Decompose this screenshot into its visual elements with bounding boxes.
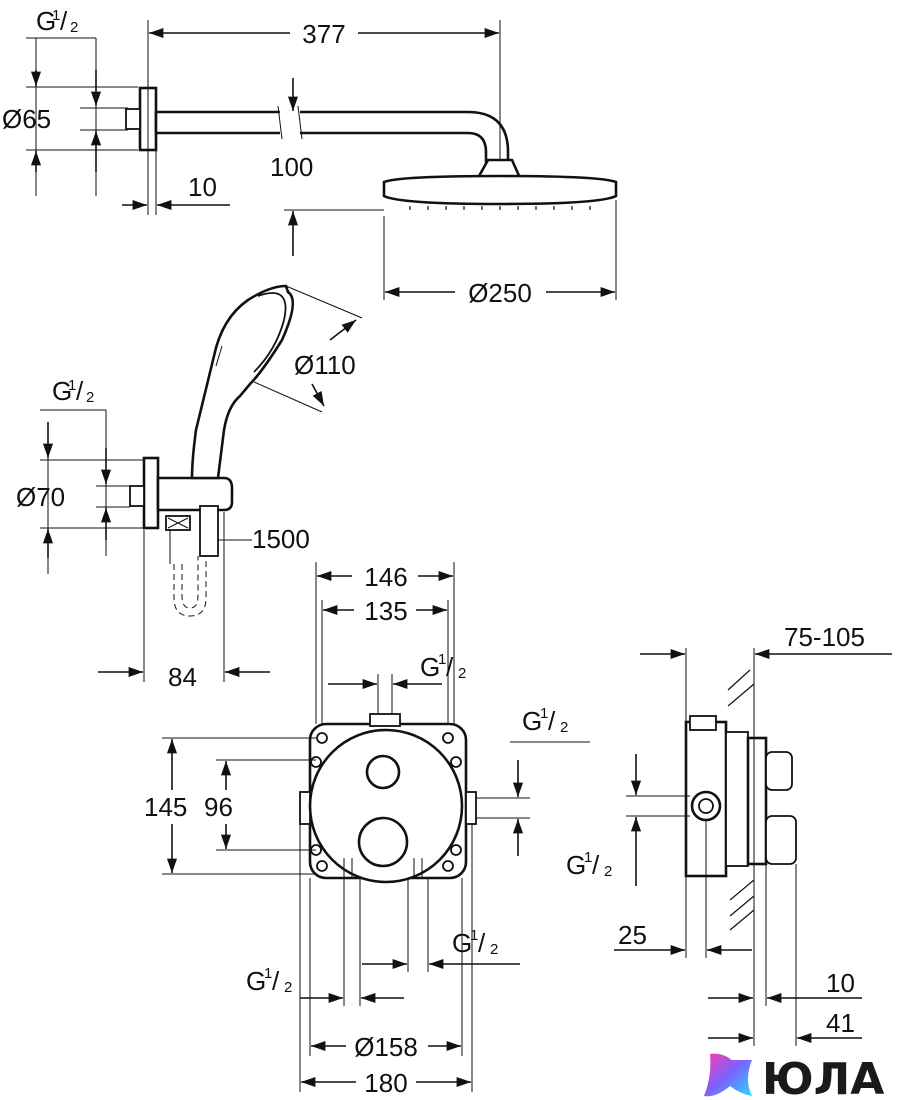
box-outer-width-label: 146 (364, 562, 407, 592)
overhead-shower-view: 377 G 1 / 2 Ø65 100 10 Ø250 (2, 6, 618, 308)
right-outlet-thread: G (522, 706, 542, 736)
left-side-stub (299, 791, 311, 825)
side-depth-c-label: 41 (826, 1008, 855, 1038)
svg-text:/: / (478, 928, 486, 958)
right-outlet-den: 2 (560, 719, 568, 736)
svg-text:/: / (592, 850, 600, 880)
top-outlet-thread: G (420, 652, 440, 682)
svg-text:/: / (548, 706, 556, 736)
svg-text:/: / (60, 6, 68, 36)
side-plate (746, 736, 768, 866)
overhead-flange-depth-label: 10 (188, 172, 217, 202)
top-outlet-num: 1 (438, 651, 446, 668)
box-inner-width-label: 135 (364, 596, 407, 626)
overhead-thread-num: 1 (52, 7, 60, 24)
hand-wall-flange (142, 456, 160, 530)
thermostat-knob (357, 816, 409, 868)
thermostat-side-view: 75-105 G 1 / 2 25 10 41 (566, 622, 892, 1046)
hand-shower-view: Ø110 G 1 / 2 Ø70 1500 84 (16, 284, 363, 692)
trim-rosette (308, 728, 464, 884)
shower-head (382, 174, 618, 206)
hand-thread-den: 2 (86, 389, 94, 406)
brand-logo: ЮЛА (704, 1053, 884, 1100)
side-thread-num: 1 (584, 849, 592, 866)
svg-text:/: / (272, 966, 280, 996)
top-outlet-den: 2 (458, 665, 466, 682)
hose-nut (199, 505, 219, 557)
overhead-thread-den: 2 (70, 19, 78, 36)
side-box-wall (725, 731, 749, 867)
shower-head-nozzles (409, 206, 591, 210)
side-top-stub (689, 715, 717, 731)
overhead-length-label: 377 (302, 19, 345, 49)
logo-mark-icon (704, 1053, 752, 1097)
bottom-left-inlet-num: 1 (264, 965, 272, 982)
wall-hatching (727, 669, 755, 931)
bottom-right-inlet-num: 1 (470, 927, 478, 944)
overhead-thread-stub (125, 108, 141, 130)
right-outlet-num: 1 (540, 705, 548, 722)
bottom-left-inlet-thread: G (246, 966, 266, 996)
rosette-width-label: 180 (364, 1068, 407, 1098)
side-thermostat-knob (765, 815, 797, 865)
hand-head-diameter-label: Ø110 (294, 350, 356, 380)
box-inner-height-label: 96 (204, 792, 233, 822)
diverter-knob (365, 754, 401, 790)
box-outer-height-label: 145 (144, 792, 187, 822)
side-thread-den: 2 (604, 863, 612, 880)
overhead-arm-drop-label: 100 (270, 152, 313, 182)
top-outlet-stub (369, 713, 401, 727)
svg-text:/: / (76, 376, 84, 406)
wall-range-label: 75-105 (784, 622, 865, 652)
overhead-head-diameter-label: Ø250 (468, 278, 532, 308)
logo-text: ЮЛА (762, 1054, 884, 1100)
right-side-stub (465, 791, 477, 825)
side-depth-b-label: 10 (826, 968, 855, 998)
side-diverter-knob (765, 751, 793, 791)
thermostat-front-view: 146 135 G 1 / 2 G 1 / 2 145 96 G (144, 562, 590, 1098)
overhead-thread-label: G (36, 6, 56, 36)
hose (173, 556, 207, 617)
side-depth-a-label: 25 (618, 920, 647, 950)
hand-flange-diameter-label: Ø70 (16, 482, 65, 512)
hand-shower-face (253, 292, 287, 373)
bottom-left-inlet-den: 2 (284, 979, 292, 996)
side-thread-label: G (566, 850, 586, 880)
svg-text:/: / (446, 652, 454, 682)
hand-thread-label: G (52, 376, 72, 406)
handshower-holder (156, 476, 234, 512)
hose-length-label: 1500 (252, 524, 310, 554)
hand-thread-num: 1 (68, 377, 76, 394)
shower-arm (154, 110, 510, 166)
hand-projection-label: 84 (168, 662, 197, 692)
bottom-right-inlet-den: 2 (490, 941, 498, 958)
overhead-flange-diameter-label: Ø65 (2, 104, 51, 134)
rosette-diameter-label: Ø158 (354, 1032, 418, 1062)
hand-thread-stub (129, 485, 145, 507)
